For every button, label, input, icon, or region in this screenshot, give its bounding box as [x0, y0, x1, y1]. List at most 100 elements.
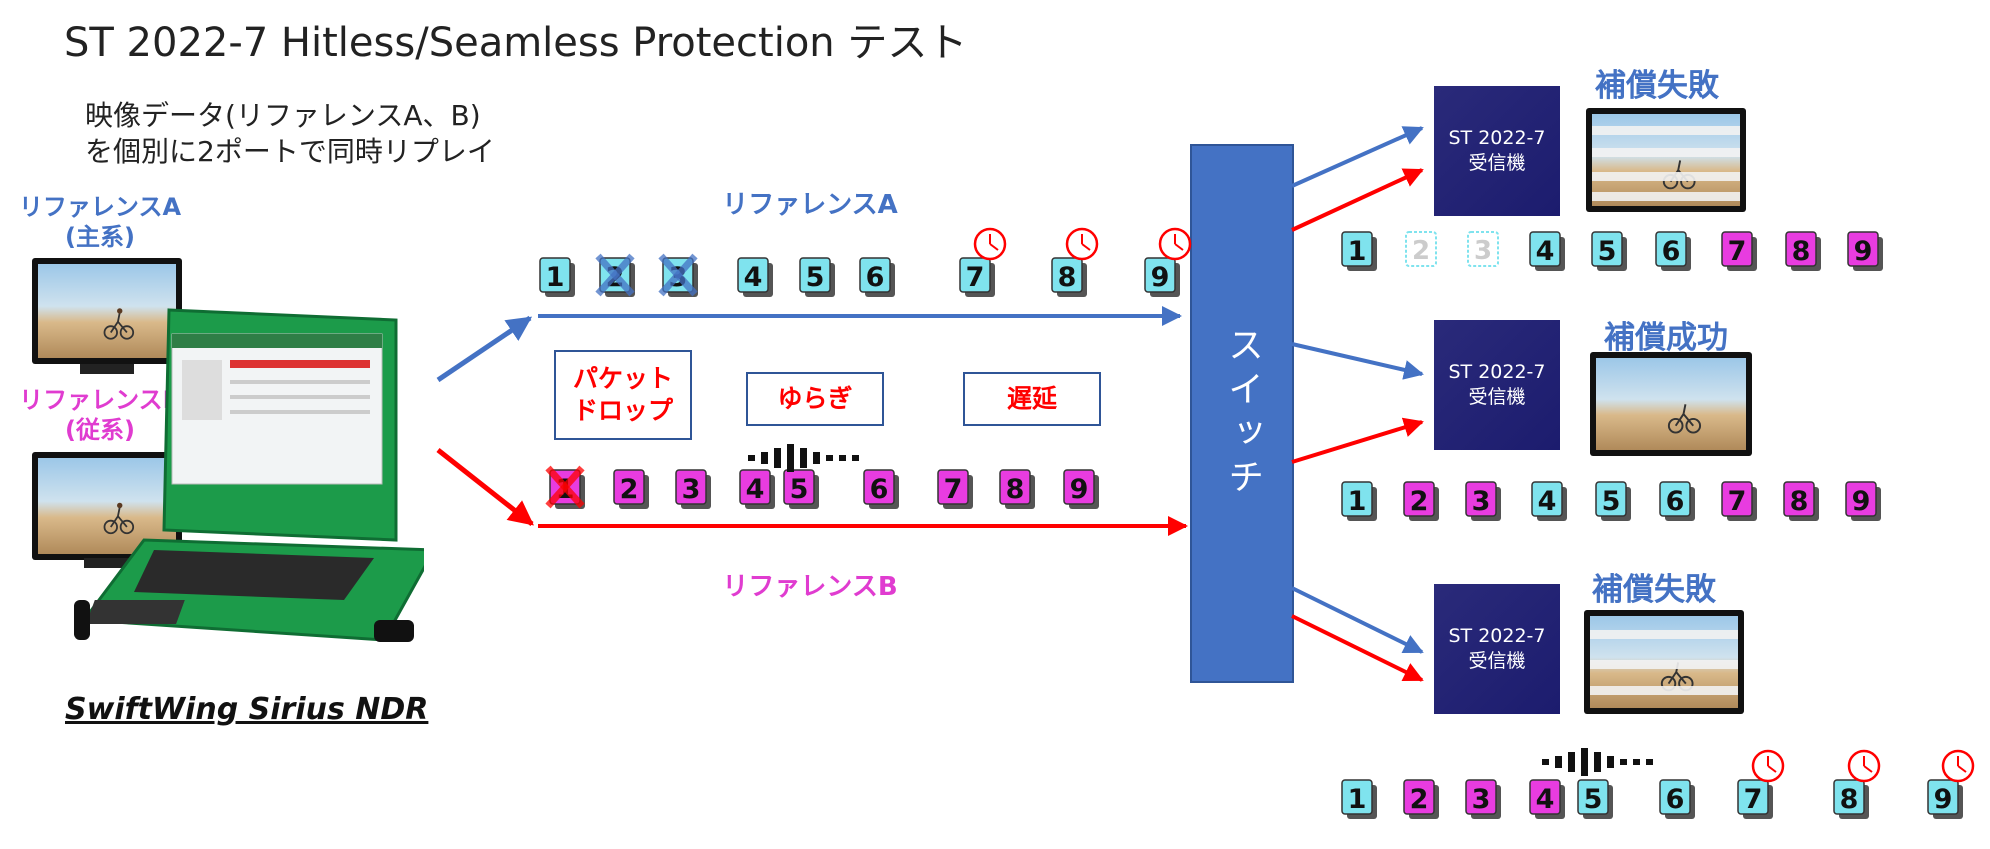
- stream-b-packet: 4: [739, 469, 775, 509]
- output-2-packet: 4: [1531, 481, 1567, 521]
- svg-text:5: 5: [1602, 486, 1621, 517]
- svg-text:8: 8: [1006, 474, 1025, 505]
- clock-icon: [1065, 227, 1099, 261]
- output-1-packet: 7: [1721, 231, 1757, 271]
- packet-drop-box: パケット ドロップ: [554, 350, 692, 440]
- arrow-icon: [436, 126, 1424, 682]
- svg-text:4: 4: [1538, 486, 1557, 517]
- output-3-packet: 2: [1403, 779, 1439, 819]
- svg-text:8: 8: [1058, 262, 1077, 293]
- svg-text:9: 9: [1854, 236, 1873, 267]
- svg-text:8: 8: [1792, 236, 1811, 267]
- svg-text:2: 2: [620, 474, 639, 505]
- stream-a-packet: 5: [799, 257, 835, 297]
- svg-text:3: 3: [1472, 784, 1491, 815]
- stream-b-packet: 6: [863, 469, 899, 509]
- svg-text:5: 5: [1598, 236, 1617, 267]
- stream-a-packet: 3: [658, 253, 698, 297]
- stream-b-packet: 7: [937, 469, 973, 509]
- svg-text:6: 6: [866, 262, 885, 293]
- network-switch: スイッチ: [1190, 144, 1294, 683]
- svg-text:4: 4: [746, 474, 765, 505]
- output-3-packet: 4: [1529, 779, 1565, 819]
- svg-text:6: 6: [870, 474, 889, 505]
- output-2-packet: 5: [1595, 481, 1631, 521]
- stream-a-packet: 4: [737, 257, 773, 297]
- cross-mark-icon: [545, 465, 585, 509]
- receiver-2-status: 補償成功: [1604, 320, 1728, 356]
- svg-text:1: 1: [1348, 784, 1367, 815]
- svg-text:1: 1: [1348, 486, 1367, 517]
- monitor-icon: [1586, 108, 1746, 212]
- svg-text:3: 3: [1474, 236, 1492, 266]
- jitter-bars-icon: [1542, 748, 1653, 776]
- output-2-packet: 6: [1659, 481, 1695, 521]
- svg-text:5: 5: [1584, 784, 1603, 815]
- svg-text:4: 4: [744, 262, 763, 293]
- svg-text:7: 7: [966, 262, 985, 293]
- cross-mark-icon: [595, 253, 635, 297]
- output-2-packet: 2: [1403, 481, 1439, 521]
- clock-icon: [1941, 749, 1975, 783]
- stream-b-packet: 5: [783, 469, 819, 509]
- output-2-packet: 8: [1783, 481, 1819, 521]
- clock-icon: [1158, 227, 1192, 261]
- output-2-packet: 1: [1341, 481, 1377, 521]
- clock-icon: [1751, 749, 1785, 783]
- svg-text:7: 7: [1728, 486, 1747, 517]
- svg-text:8: 8: [1840, 784, 1859, 815]
- stream-b-packet: 2: [613, 469, 649, 509]
- receiver-1-status: 補償失敗: [1595, 68, 1719, 104]
- receiver-3: ST 2022-7 受信機: [1434, 584, 1560, 714]
- reference-a-label: リファレンスA (主系): [18, 193, 182, 251]
- output-1-packet: 8: [1785, 231, 1821, 271]
- clock-icon: [1847, 749, 1881, 783]
- stream-b-label: リファレンスB: [722, 572, 898, 602]
- receiver-1: ST 2022-7 受信機: [1434, 86, 1560, 216]
- svg-text:4: 4: [1536, 784, 1555, 815]
- svg-text:3: 3: [682, 474, 701, 505]
- monitor-icon: [32, 258, 182, 364]
- description: 映像データ(リファレンスA、B) を個別に2ポートで同時リプレイ: [85, 99, 495, 168]
- receiver-3-status: 補償失敗: [1592, 572, 1716, 608]
- output-3-packet: 9: [1927, 779, 1963, 819]
- laptop-icon: [74, 308, 424, 642]
- clock-icon: [973, 227, 1007, 261]
- svg-text:1: 1: [1348, 236, 1367, 267]
- svg-text:5: 5: [806, 262, 825, 293]
- stream-a-packet: 9: [1144, 257, 1180, 297]
- stream-a-packet: 6: [859, 257, 895, 297]
- product-name: SwiftWing Sirius NDR: [65, 692, 429, 727]
- output-2-packet: 7: [1721, 481, 1757, 521]
- stream-b-packet: 3: [675, 469, 711, 509]
- output-3-packet: 6: [1659, 779, 1695, 819]
- output-2-packet: 9: [1845, 481, 1881, 521]
- stream-b-packet: 8: [999, 469, 1035, 509]
- output-3-packet: 1: [1341, 779, 1377, 819]
- output-3-packet: 7: [1737, 779, 1773, 819]
- page-title: ST 2022-7 Hitless/Seamless Protection テス…: [64, 20, 968, 66]
- jitter-box: ゆらぎ: [746, 372, 884, 426]
- stream-b-packet: 9: [1063, 469, 1099, 509]
- stream-b-packet: 1: [545, 465, 585, 509]
- svg-text:9: 9: [1151, 262, 1170, 293]
- stream-a-label: リファレンスA: [722, 190, 898, 220]
- svg-text:9: 9: [1070, 474, 1089, 505]
- output-1-packet: 1: [1341, 231, 1377, 271]
- svg-text:2: 2: [1410, 486, 1429, 517]
- receiver-2: ST 2022-7 受信機: [1434, 320, 1560, 450]
- output-2-packet: 3: [1465, 481, 1501, 521]
- output-3-packet: 8: [1833, 779, 1869, 819]
- svg-text:2: 2: [1410, 784, 1429, 815]
- monitor-icon: [1590, 352, 1752, 456]
- cross-mark-icon: [658, 253, 698, 297]
- svg-text:6: 6: [1666, 784, 1685, 815]
- monitor-icon: [1584, 610, 1744, 714]
- output-1-packet: 2: [1405, 231, 1437, 267]
- delay-box: 遅延: [963, 372, 1101, 426]
- svg-text:3: 3: [1472, 486, 1491, 517]
- svg-text:6: 6: [1666, 486, 1685, 517]
- monitor-icon: [32, 452, 182, 560]
